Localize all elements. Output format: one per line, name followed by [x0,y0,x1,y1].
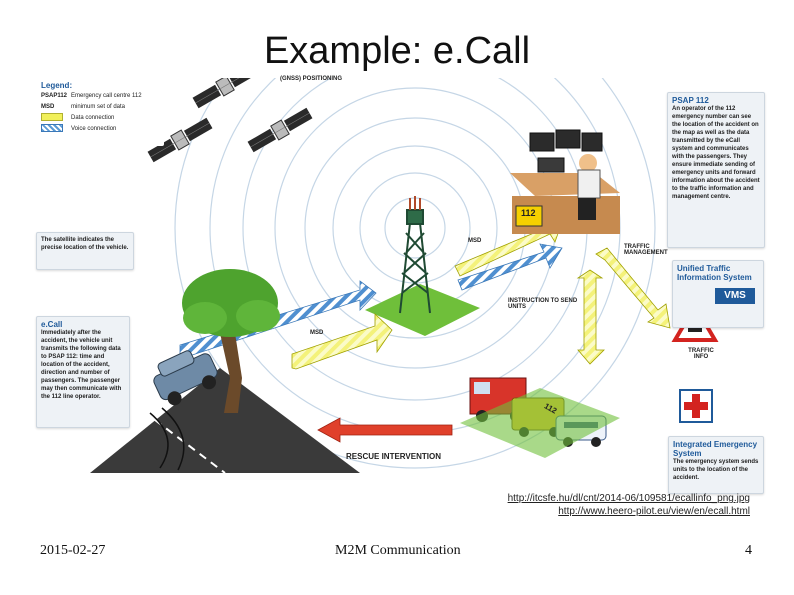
legend-key: MSD [41,103,55,110]
gnss-label: (GNSS) POSITIONING [280,76,343,82]
legend-text: Data connection [71,114,115,121]
traffic-info-label: TRAFFIC INFO [688,348,714,360]
satellite-icon [147,117,213,163]
psap-workstation-icon [510,129,620,234]
instruction-label: INSTRUCTION TO SEND UNITS [508,298,578,310]
crashed-car-icon [153,350,218,406]
satellite-info-text: The satellite indicates the precise loca… [41,237,129,251]
legend-row: Data connection [41,112,159,123]
red-cross-icon [679,389,713,423]
source-links: http://itcsfe.hu/dl/cnt/2014-06/109581/e… [508,492,750,518]
legend-title: Legend: [41,81,73,90]
traffic-management-label: TRAFFIC MANAGEMENT [624,244,668,256]
legend-box: Legend: PSAP112 Emergency call centre 11… [36,78,164,146]
slide-title: Example: e.Call [263,30,531,72]
psap-box-text: An operator of the 112 emergency number … [672,106,760,200]
satellite-info-box: The satellite indicates the precise loca… [36,232,134,270]
ies-box-title: Integrated Emergency System [673,440,758,458]
satellite-icon [247,107,313,153]
tower-ground [365,284,480,336]
data-connection-arrows [291,216,671,370]
rescue-intervention-label: RESCUE INTERVENTION [346,452,441,461]
legend-row: Voice connection [41,123,159,134]
data-connection-swatch [41,112,71,123]
utis-box: Unified Traffic Information System VMS [672,260,764,328]
psap-info-box: PSAP 112 An operator of the 112 emergenc… [667,92,765,248]
vms-badge: VMS [715,288,755,304]
legend-row: MSD minimum set of data [41,101,159,112]
ecall-illustration: Legend: PSAP112 Emergency call centre 11… [30,76,765,494]
voice-connection-swatch [41,123,71,134]
source-link[interactable]: http://itcsfe.hu/dl/cnt/2014-06/109581/e… [507,493,750,504]
page-number: 4 [745,543,752,558]
satellite-icon [192,78,258,109]
ies-box: Integrated Emergency System The emergenc… [668,436,764,494]
rescue-arrow [317,417,453,443]
legend-text: Voice connection [71,125,117,132]
footer-date: 2015-02-27 [40,543,106,558]
vehicles-ground [460,388,620,458]
illustration-canvas [90,78,719,474]
msd-label-top: MSD [468,238,482,244]
legend-text: Emergency call centre 112 [71,92,142,99]
msd-label-left: MSD [310,330,324,336]
legend-key: PSAP112 [41,92,68,99]
ecall-box-text: Immediately after the accident, the vehi… [41,330,122,400]
source-link[interactable]: http://www.heero-pilot.eu/view/en/ecall.… [558,506,750,517]
legend-text: minimum set of data [71,103,126,110]
ecall-box-title: e.Call [41,320,63,329]
tree-icon [182,269,280,413]
legend-row: PSAP112 Emergency call centre 112 [41,90,159,101]
ies-box-text: The emergency system sends units to the … [673,459,759,481]
footer-title: M2M Communication [335,543,461,558]
road-illustration [90,368,360,474]
antenna-tower-icon [399,196,431,314]
utis-box-title: Unified Traffic Information System [677,264,752,282]
psap-box-title: PSAP 112 [672,96,709,105]
ecall-info-box: e.Call Immediately after the accident, t… [36,316,130,428]
psap-112-sign: 112 [521,208,536,218]
